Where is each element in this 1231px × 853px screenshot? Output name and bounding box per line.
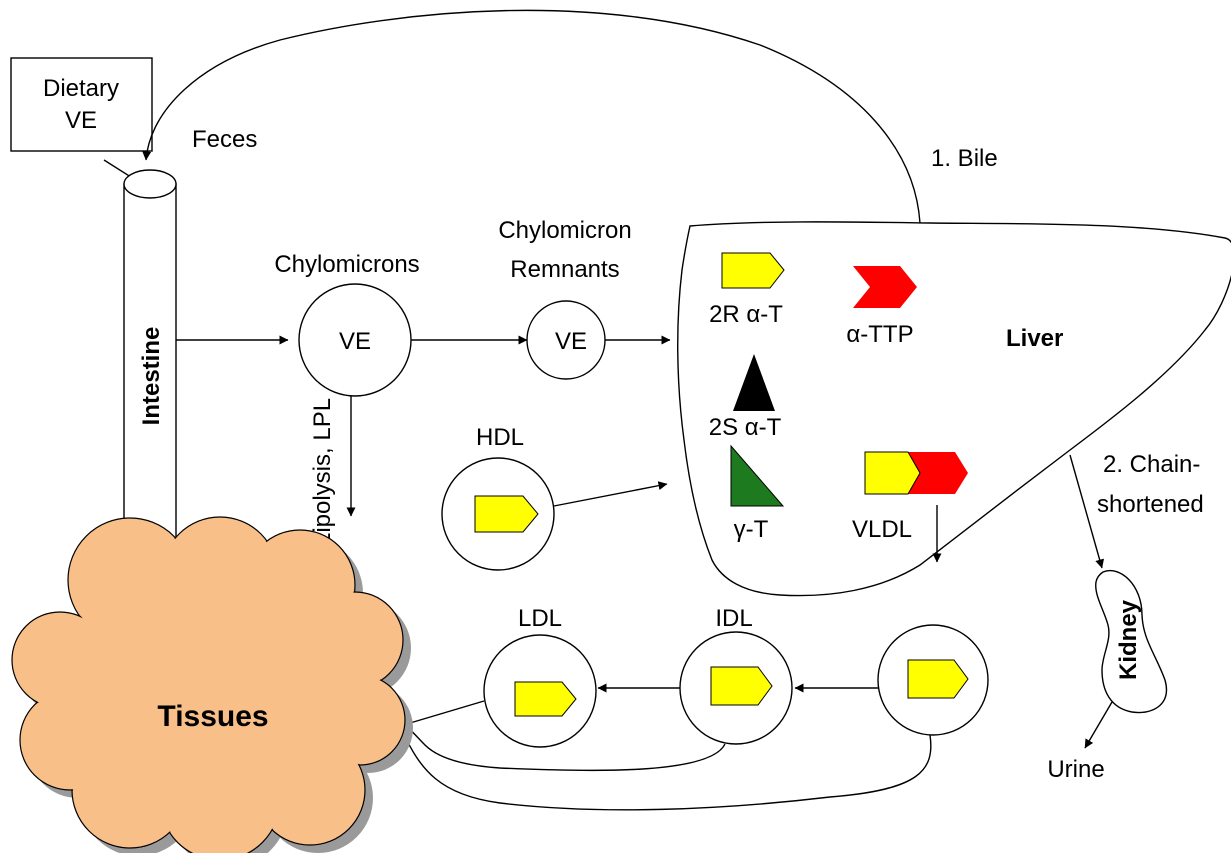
remnants-ve-label: VE bbox=[555, 328, 587, 355]
tissues-cloud bbox=[11, 516, 413, 853]
dietary-label-line2: VE bbox=[65, 107, 97, 134]
vldl-pentagon-icon bbox=[907, 659, 969, 699]
hdl-to-liver-arrow bbox=[553, 481, 668, 507]
tissues-label: Tissues bbox=[157, 700, 268, 733]
remnants-label-line2: Remnants bbox=[510, 256, 619, 283]
kidney-label: Kidney bbox=[1115, 599, 1142, 680]
alpha-ttp-label: α-TTP bbox=[846, 321, 913, 348]
intestine-label: Intestine bbox=[138, 327, 165, 426]
lipolysis-label: Lipolysis, LPL bbox=[309, 398, 336, 546]
alpha-t-2r-label: 2R α-T bbox=[709, 301, 783, 328]
chain-label-line2: shortened bbox=[1097, 491, 1204, 518]
alpha-t-2s-label: 2S α-T bbox=[709, 414, 782, 441]
chylomicrons-ve-label: VE bbox=[339, 328, 371, 355]
hdl-pentagon-icon bbox=[474, 495, 539, 533]
dietary-label-line1: Dietary bbox=[43, 75, 119, 102]
alpha-t-ttp-complex-icon bbox=[864, 451, 968, 495]
alpha-ttp-chevron-icon bbox=[853, 266, 917, 308]
bile-return-arrow bbox=[142, 9, 921, 224]
chylomicrons-label: Chylomicrons bbox=[274, 251, 419, 278]
gamma-t-triangle-icon bbox=[730, 444, 785, 507]
vldl-to-tissues-arrow bbox=[401, 729, 932, 811]
feces-label: Feces bbox=[192, 126, 257, 153]
idl-pentagon-icon bbox=[710, 666, 773, 706]
urine-label: Urine bbox=[1047, 756, 1104, 783]
chain-label-line1: 2. Chain- bbox=[1103, 451, 1200, 478]
liver-label: Liver bbox=[1006, 325, 1063, 352]
alpha-t-2s-triangle-icon bbox=[733, 354, 775, 411]
ldl-to-tissues-arrow bbox=[399, 700, 485, 728]
hdl-label: HDL bbox=[476, 424, 524, 451]
kidney-to-urine-arrow bbox=[1084, 701, 1113, 749]
dietary-ve-box: Dietary VE bbox=[10, 57, 153, 152]
idl-label: IDL bbox=[715, 605, 752, 632]
ldl-pentagon-icon bbox=[514, 681, 577, 717]
kidney-shape bbox=[1095, 569, 1168, 714]
bile-label: 1. Bile bbox=[931, 145, 998, 172]
liver-to-kidney-arrow bbox=[1069, 454, 1105, 569]
liver-shape bbox=[677, 221, 1231, 597]
idl-to-tissues-arrow bbox=[401, 723, 726, 772]
vldl-label: VLDL bbox=[852, 516, 912, 543]
gamma-t-label: γ-T bbox=[734, 516, 769, 543]
ldl-label: LDL bbox=[518, 605, 562, 632]
remnants-label-line1: Chylomicron bbox=[498, 217, 631, 244]
alpha-t-2r-pentagon-icon bbox=[721, 252, 785, 289]
